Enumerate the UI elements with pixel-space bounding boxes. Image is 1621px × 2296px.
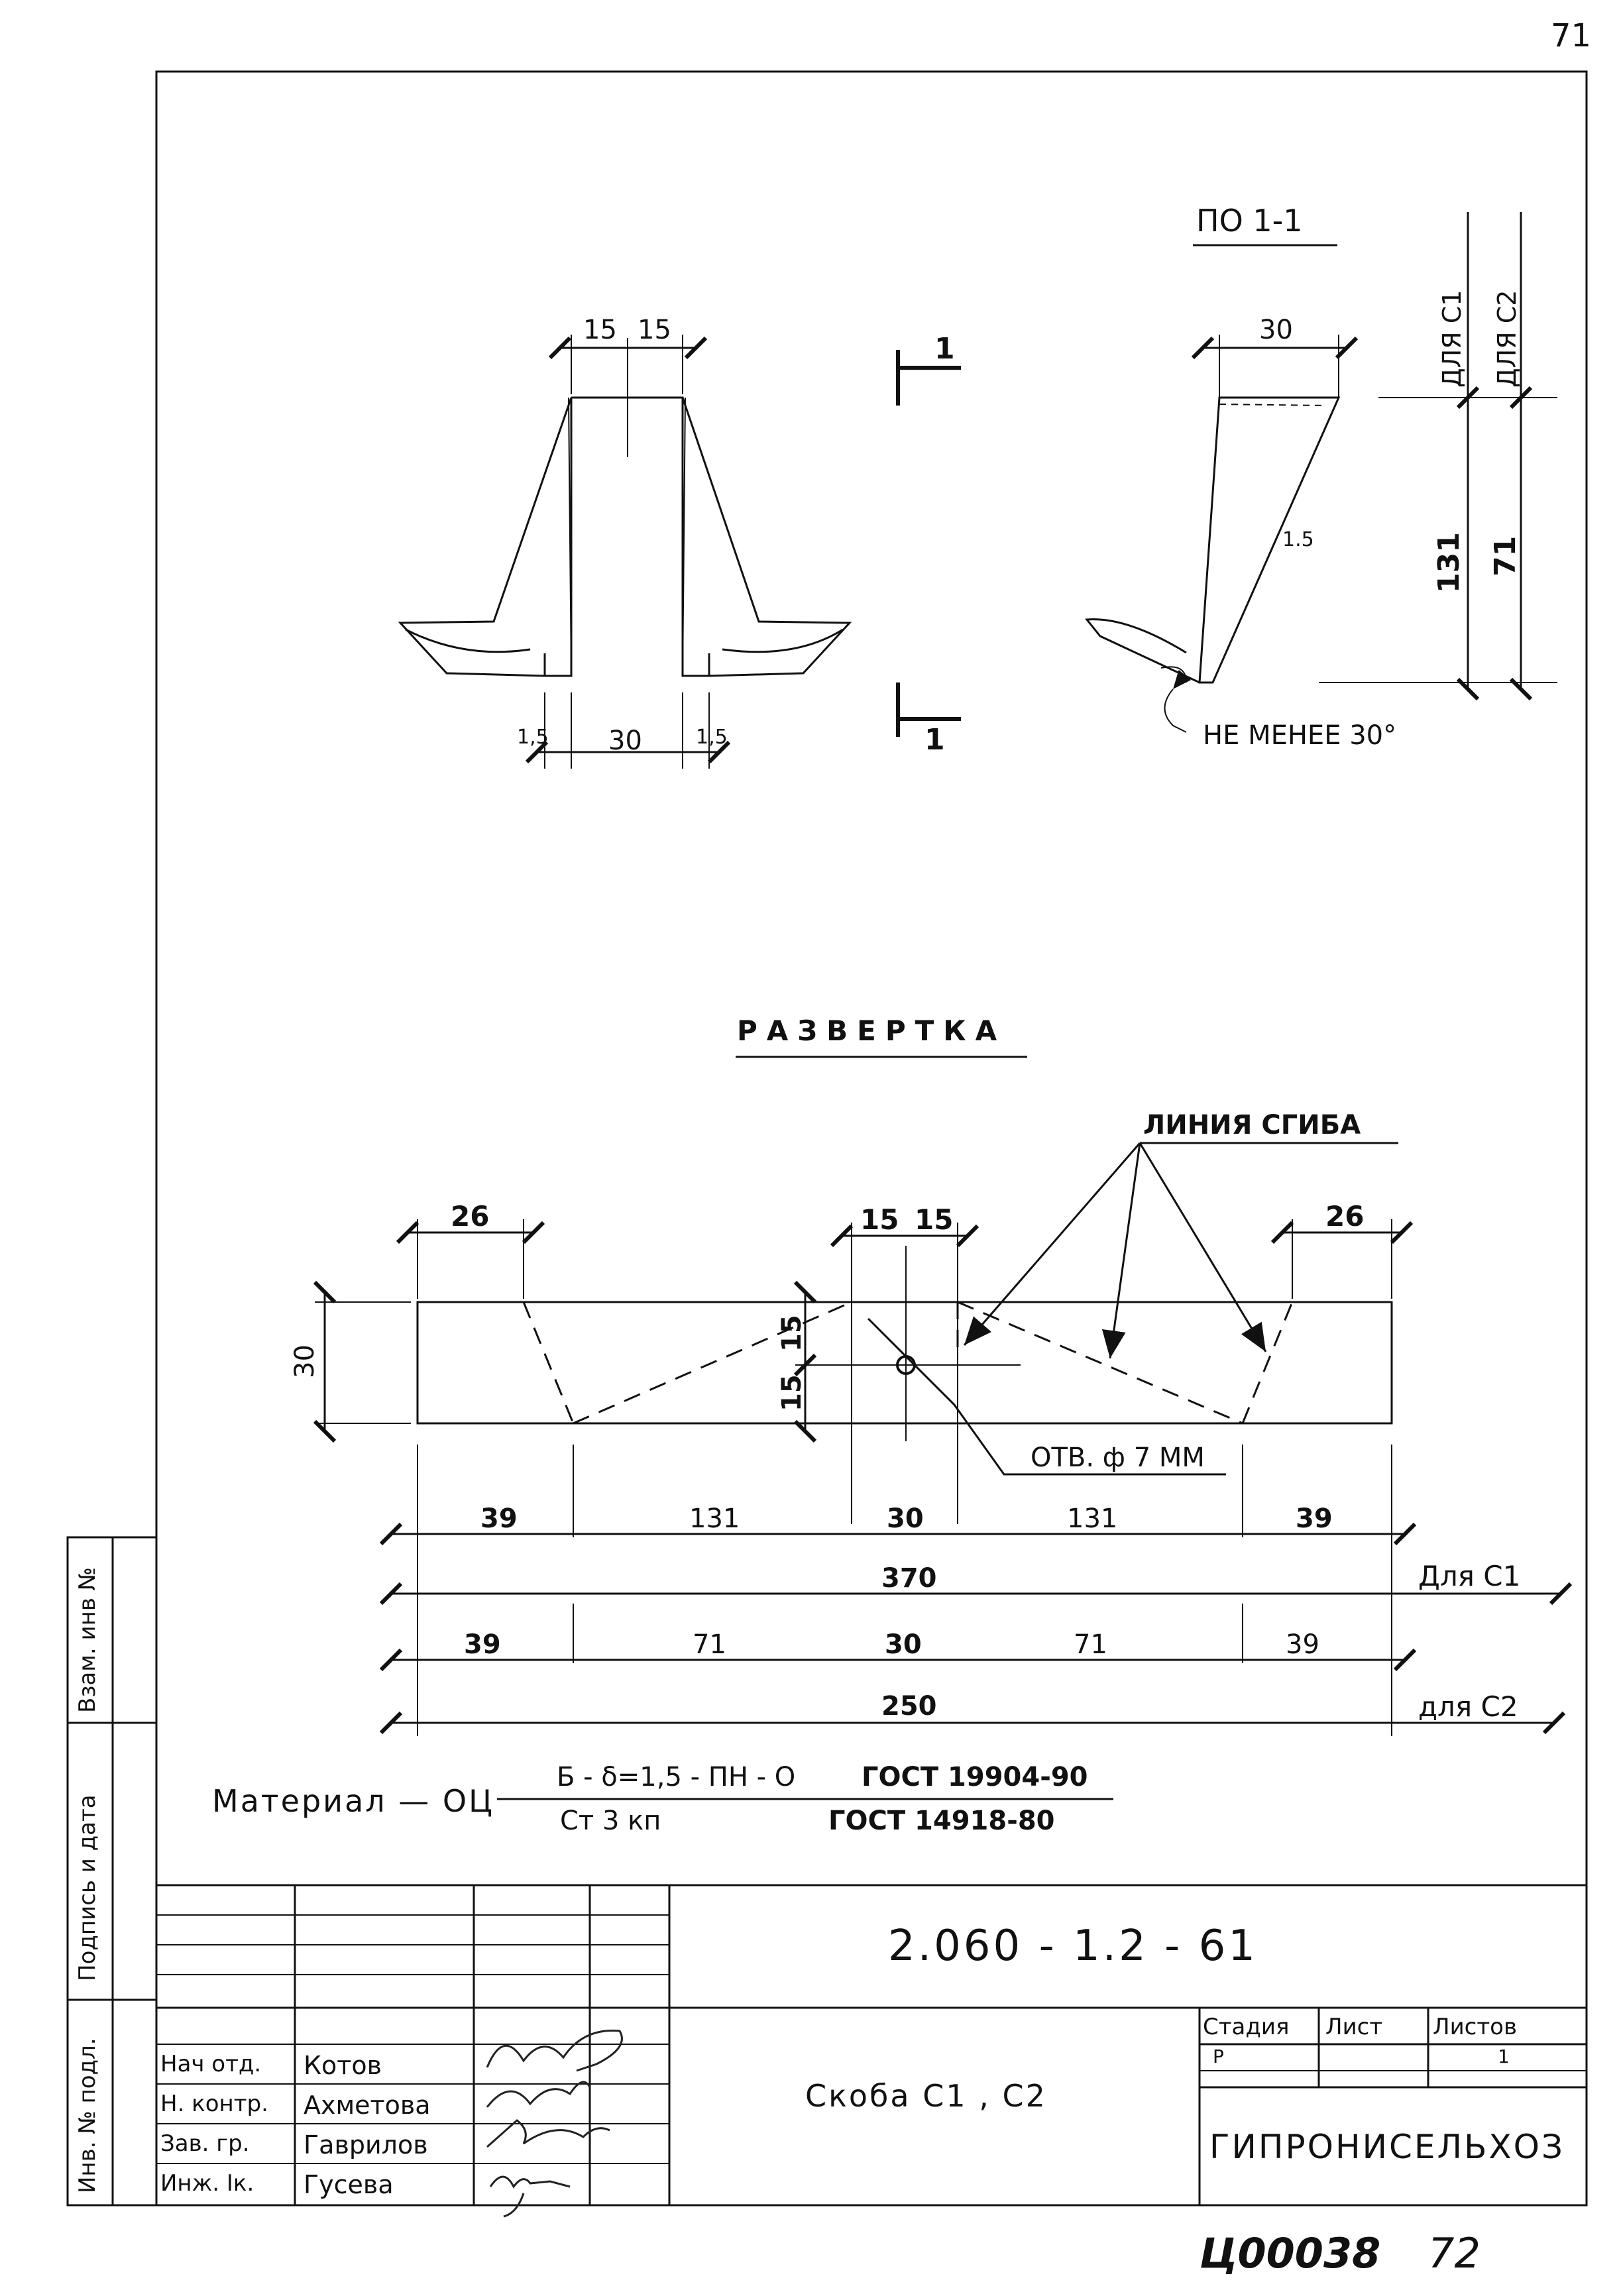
c2-seg: 39 [464,1629,501,1660]
document-code: 2.060 - 1.2 - 61 [888,1922,1258,1971]
document-name: Скоба С1 , С2 [805,2078,1047,2114]
angle-note: НЕ МЕНЕЕ 30° [1203,720,1397,751]
unfold-dim-hole-bottom: 15 [777,1374,807,1411]
side-dim-thickness: 1.5 [1282,528,1314,551]
unfold-dim-15-left: 15 [860,1203,899,1236]
organization: ГИПРОНИСЕЛЬХОЗ [1209,2128,1565,2166]
material-bottom: Ст 3 кп [560,1806,661,1836]
signature-guseva [489,2175,571,2218]
material-bottom-gost: ГОСТ 14918-80 [828,1806,1055,1836]
section-mark-bottom-label: 1 [924,723,945,757]
unfold-dim-26-left: 26 [451,1200,490,1232]
c1-seg: 39 [1296,1503,1333,1534]
unfold-dim-hole-top: 15 [777,1315,807,1352]
role-name: Гаврилов [304,2130,428,2159]
margin-stamp-replace: Взам. инв № [74,1566,101,1713]
signature-kotov [486,2030,623,2072]
front-dim-thickness-right: 1,5 [696,726,728,749]
side-dim-30: 30 [1259,315,1293,345]
c1-seg: 39 [480,1503,518,1534]
section-title: ПО 1-1 [1196,203,1303,239]
c1-total: 370 [881,1563,937,1594]
front-dim-thickness-left: 1,5 [517,726,549,749]
c2-seg: 39 [1286,1629,1319,1660]
side-vert-131: 131 [1432,532,1466,593]
footer-code: Ц00038 [1200,2229,1381,2277]
front-dim-15-left: 15 [583,315,617,345]
c2-label: для С2 [1418,1690,1518,1723]
role-label: Н. контр. [160,2091,268,2117]
role-label: Инж. Iк. [160,2170,254,2197]
role-name: Ахметова [304,2091,431,2120]
signature-akhmetova [486,2081,591,2108]
section-mark-top [896,350,961,406]
c1-seg: 131 [1067,1503,1118,1534]
role-name: Гусева [304,2170,394,2199]
signature-gavrilov [486,2119,610,2148]
unfold-title: РАЗВЕРТКА [737,1014,1007,1047]
side-vert-71: 71 [1488,535,1522,576]
margin-stamp-sign: Подпись и дата [74,1794,101,1981]
c2-seg: 30 [885,1629,922,1660]
title-block-grid [156,1884,1587,2205]
front-view-drawing [398,335,852,769]
stage-header: Стадия [1203,2014,1290,2040]
c2-seg: 71 [1074,1629,1107,1660]
margin-stamp-inv: Инв. № подл. [74,2038,101,2193]
role-label: Нач отд. [160,2051,262,2077]
c1-label: Для С1 [1418,1560,1521,1592]
c2-total: 250 [881,1691,937,1722]
front-dim-30: 30 [608,726,642,756]
section-mark-bottom [896,683,961,737]
stage-value: Р [1213,2046,1224,2067]
sheet-header: Лист [1325,2014,1383,2040]
material-prefix: Материал — ОЦ [212,1783,494,1819]
unfold-dim-15-right: 15 [915,1203,954,1236]
c2-seg: 71 [693,1629,726,1660]
role-label: Зав. гр. [160,2130,250,2157]
unfold-dim-height: 30 [290,1344,320,1378]
footer-page: 72 [1428,2229,1481,2277]
sheets-header: Листов [1433,2014,1518,2040]
material-top-gost: ГОСТ 19904-90 [862,1762,1088,1792]
sheet-frame [155,70,1588,2207]
role-name: Котов [304,2051,382,2080]
section-mark-top-label: 1 [934,332,955,366]
bend-line-label: ЛИНИЯ СГИБА [1143,1110,1361,1140]
unfold-drawing [313,1056,1573,1736]
sheets-value: 1 [1498,2046,1510,2067]
page-number: 71 [1551,17,1592,54]
unfold-dim-26-right: 26 [1325,1200,1365,1232]
c1-seg: 131 [689,1503,740,1534]
side-vert-c1: ДЛЯ С1 [1437,290,1467,388]
hole-label: ОТВ. ф 7 ММ [1031,1443,1205,1473]
c1-seg: 30 [887,1503,924,1534]
material-top: Б - δ=1,5 - ПН - О [557,1762,796,1792]
front-dim-15-right: 15 [638,315,671,345]
side-view-drawing [1085,212,1557,733]
side-vert-c2: ДЛЯ С2 [1492,290,1522,388]
